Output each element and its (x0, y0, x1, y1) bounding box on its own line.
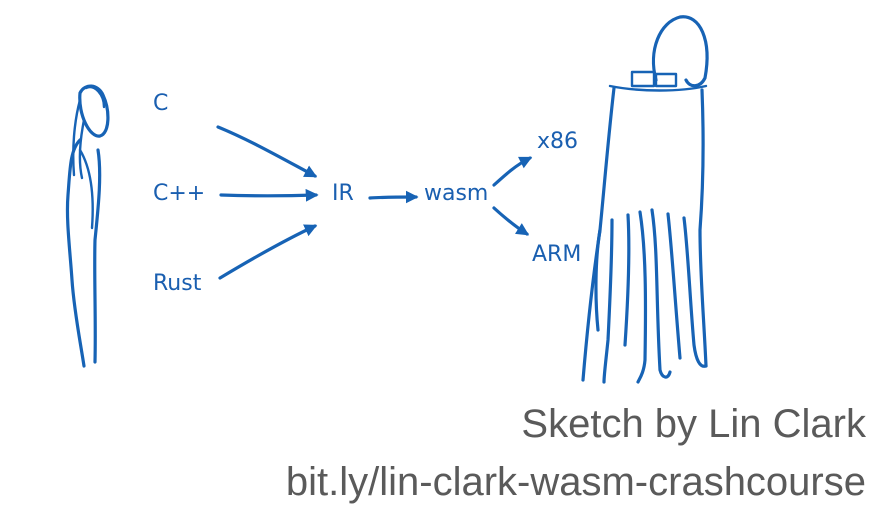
arrow-rust-to-ir (218, 224, 318, 280)
developer-figure (65, 84, 110, 368)
arrow-wasm-to-x86 (492, 156, 533, 187)
target-label-x86: x86 (537, 129, 578, 154)
machine-lid (651, 15, 709, 88)
developer-body (65, 138, 102, 368)
wasm-label: wasm (424, 181, 488, 206)
credit-author: Sketch by Lin Clark (521, 402, 866, 446)
ir-label: IR (332, 181, 354, 206)
machine-card-icon-2 (654, 72, 678, 88)
developer-arm (78, 148, 94, 230)
target-label-arm: ARM (532, 242, 581, 267)
arrow-ir-to-wasm (368, 190, 419, 204)
language-label-rust: Rust (153, 271, 202, 296)
credit-link: bit.ly/lin-clark-wasm-crashcourse (285, 460, 866, 504)
arrow-cpp-to-ir (219, 188, 319, 202)
machine-card-icon (630, 70, 656, 88)
machine-top-rim (608, 84, 708, 92)
machine-tentacles (594, 208, 708, 384)
arrow-wasm-to-arm (492, 206, 530, 236)
machine-figure (581, 15, 709, 384)
language-label-cpp: C++ (153, 181, 205, 206)
arrow-c-to-ir (216, 125, 318, 178)
language-label-c: C (153, 91, 168, 116)
developer-head (78, 84, 110, 138)
